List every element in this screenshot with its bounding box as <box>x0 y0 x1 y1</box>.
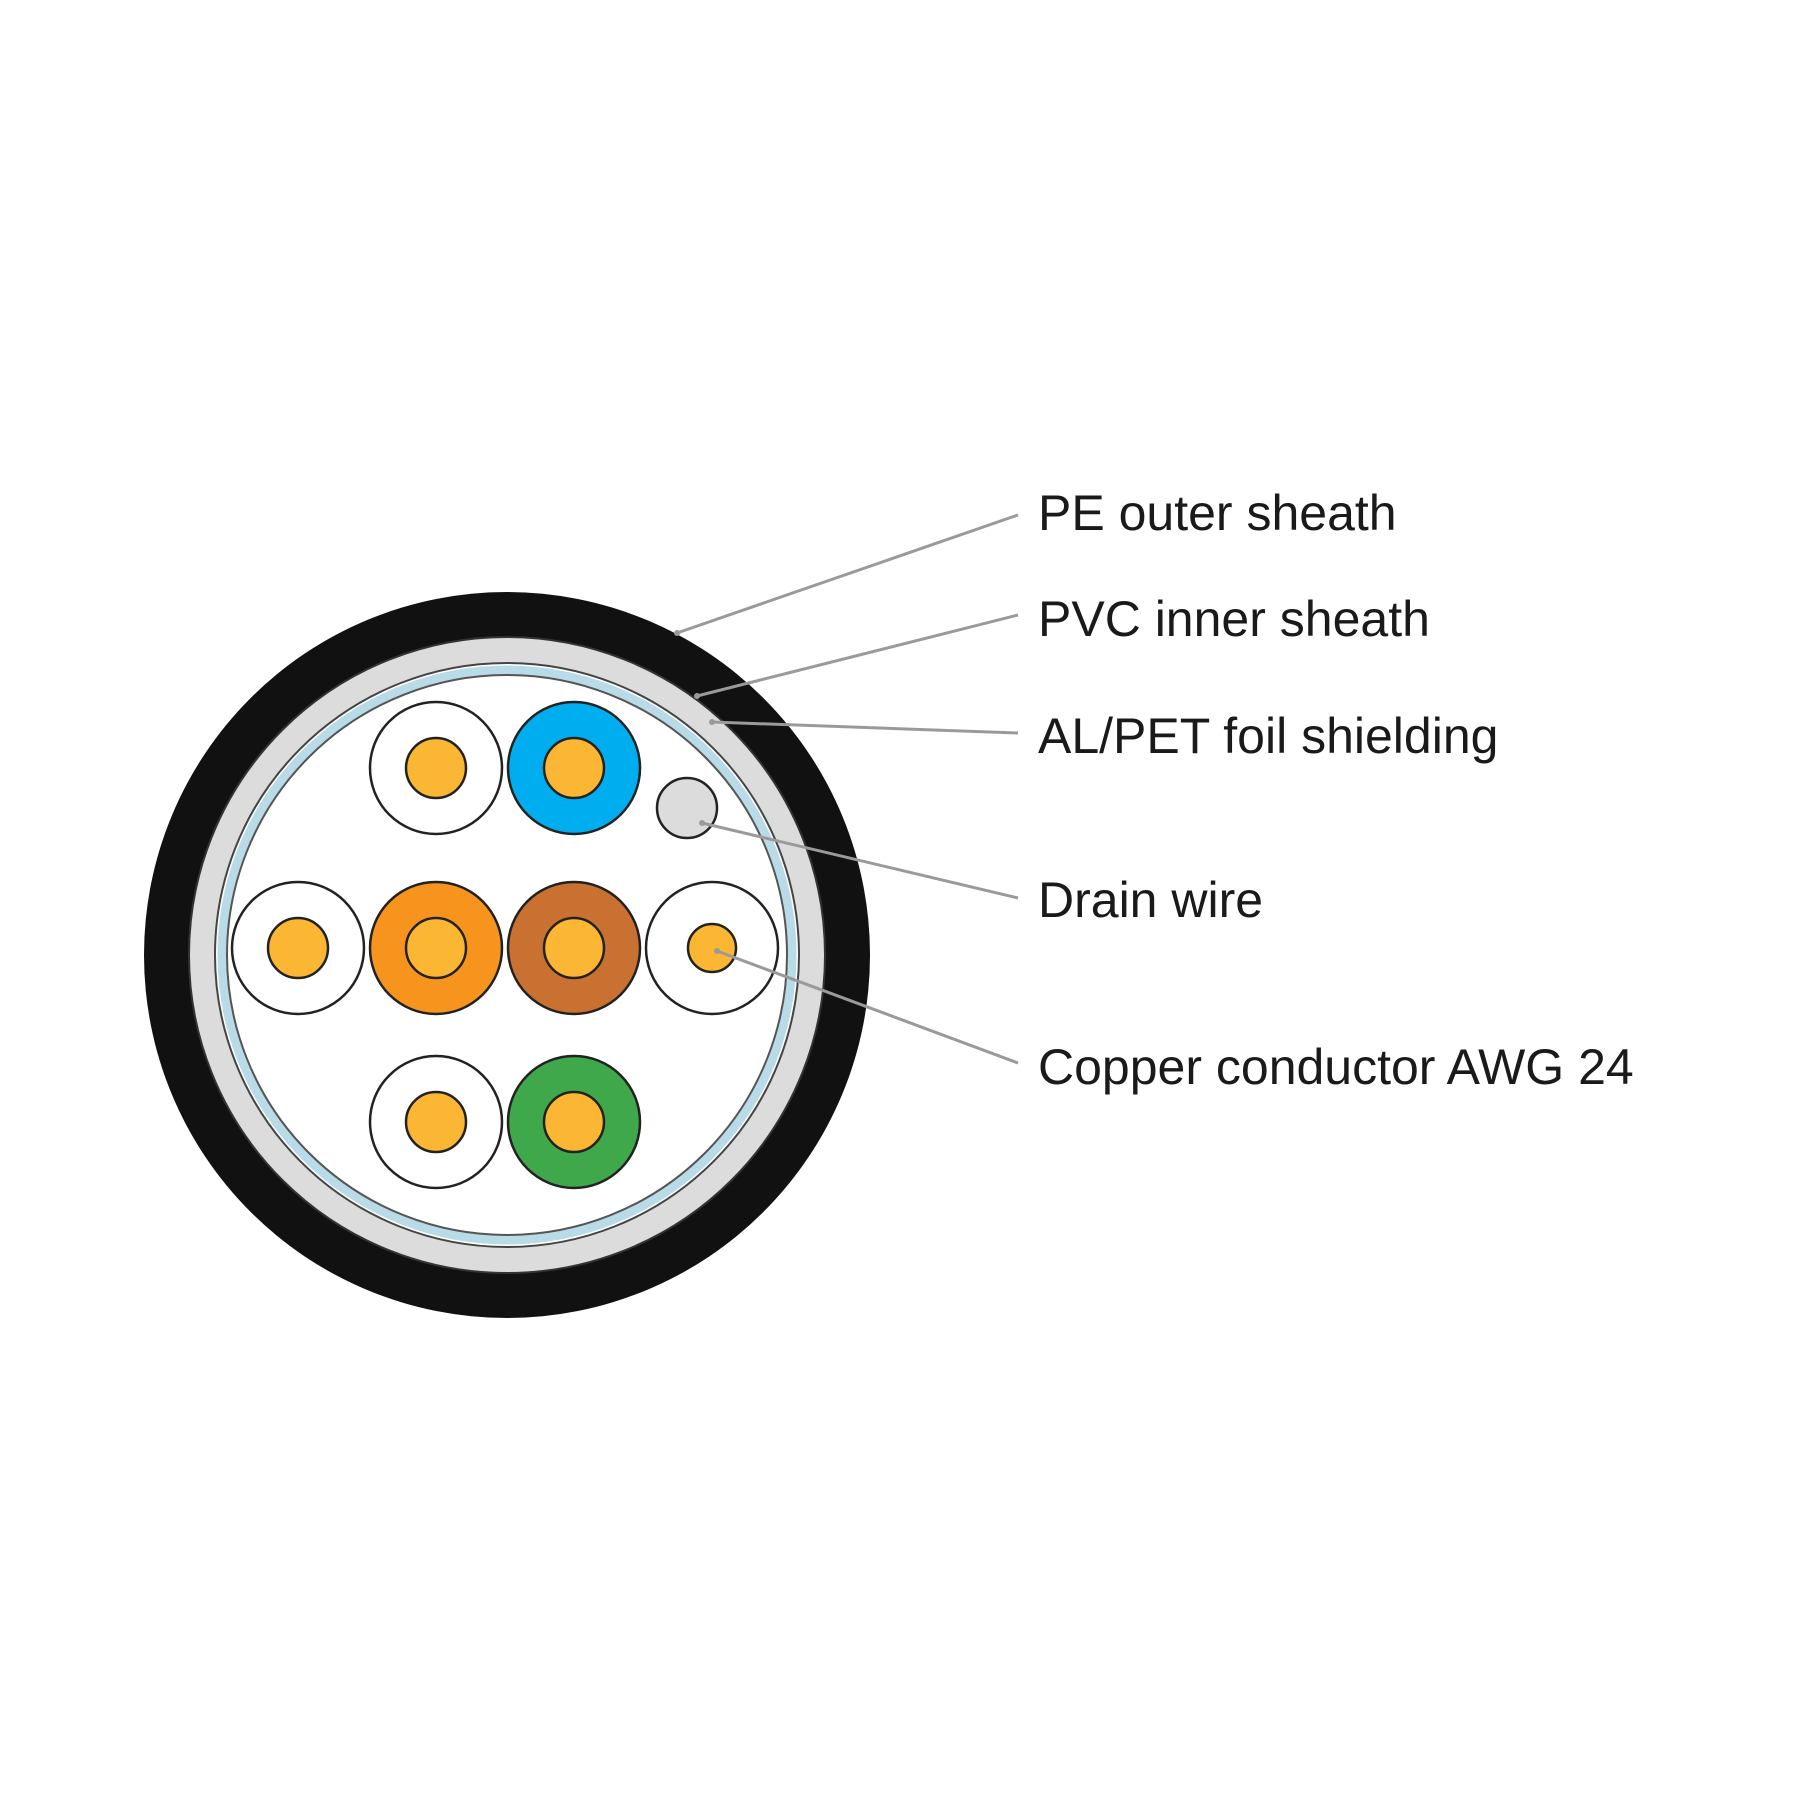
drain-wire <box>655 776 719 840</box>
leader-line-pvc-inner-sheath <box>696 613 1019 698</box>
copper-conductor <box>686 922 738 974</box>
copper-conductor <box>266 916 330 980</box>
leader-line-copper-conductor <box>716 949 1019 1065</box>
leader-dot <box>694 693 700 699</box>
pair-white-blue <box>368 700 642 836</box>
leader-dot <box>699 820 705 826</box>
pair-white-green <box>368 1054 642 1190</box>
label-foil-shielding: AL/PET foil shielding <box>1038 708 1499 764</box>
copper-conductor <box>404 736 468 800</box>
copper-conductor <box>542 736 606 800</box>
leader-line-pe-outer-sheath <box>676 513 1019 635</box>
label-pvc-inner-sheath: PVC inner sheath <box>1038 591 1430 647</box>
copper-conductor <box>542 1090 606 1154</box>
pair-white-brown <box>506 880 780 1016</box>
copper-conductor <box>404 1090 468 1154</box>
copper-conductor <box>404 916 468 980</box>
foil-inner-edge <box>226 674 788 1236</box>
label-copper-conductor: Copper conductor AWG 24 <box>1038 1039 1634 1095</box>
leader-dot <box>714 948 720 954</box>
leader-line-drain-wire <box>701 821 1019 900</box>
label-pe-outer-sheath: PE outer sheath <box>1038 485 1397 541</box>
foil-shielding-band <box>217 665 797 1245</box>
pair-white-orange <box>230 880 504 1016</box>
label-drain-wire: Drain wire <box>1038 872 1264 928</box>
leader-dot <box>709 719 715 725</box>
leader-line-foil-shielding <box>711 720 1019 735</box>
copper-conductor <box>542 916 606 980</box>
leader-dot <box>674 630 680 636</box>
